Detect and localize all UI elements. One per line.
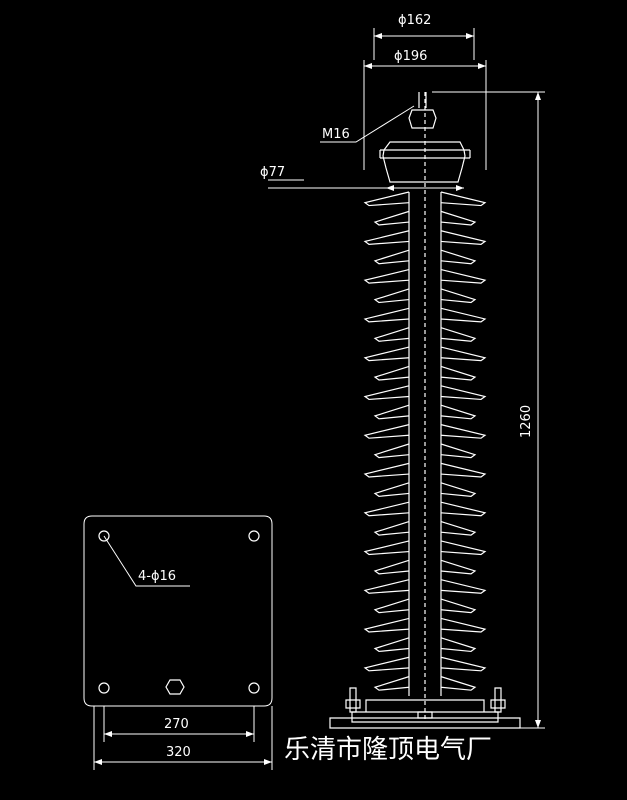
shed: [363, 268, 487, 284]
center-hole-hex: [165, 679, 185, 695]
shed: [363, 462, 487, 478]
label-hole-spacing: 270: [164, 717, 189, 732]
label-bolt: M16: [322, 127, 350, 142]
shed: [363, 501, 487, 517]
arrester-outline: [329, 92, 521, 729]
hole-top-right: [248, 530, 260, 542]
shed: [373, 404, 477, 420]
label-body-diameter: ϕ77: [260, 165, 285, 180]
shed: [373, 598, 477, 614]
shed: [373, 365, 477, 381]
leader-holes: [103, 535, 190, 587]
shed: [373, 249, 477, 265]
arrow-cap-left: [364, 63, 372, 69]
label-height: 1260: [519, 405, 534, 438]
arrow-top-left: [374, 33, 382, 39]
arrow-320-right: [264, 759, 272, 765]
shed: [363, 424, 487, 439]
label-holes: 4-ϕ16: [138, 569, 176, 584]
shed: [363, 385, 487, 401]
hole-bottom-left: [98, 682, 110, 694]
base-plate-outline: [83, 515, 273, 707]
shed: [373, 288, 477, 304]
shed: [373, 520, 477, 536]
arrow-270-right: [246, 731, 254, 737]
insulator-sheds: [363, 191, 487, 696]
dim-line-base-width: [93, 706, 273, 770]
shed: [373, 559, 477, 575]
shed: [363, 656, 487, 672]
dim-line-top-diameter: [373, 28, 475, 60]
arrow-height-top: [535, 92, 541, 100]
label-top-diameter: ϕ162: [398, 13, 431, 28]
hole-top-left: [98, 530, 110, 542]
shed: [373, 637, 477, 653]
arrow-height-bottom: [535, 720, 541, 728]
hole-bottom-right: [248, 682, 260, 694]
base-bolt-right: [490, 687, 506, 713]
shed: [373, 443, 477, 459]
dim-line-height: [432, 91, 545, 729]
terminal-stud: [418, 92, 427, 108]
shed: [363, 191, 487, 207]
top-cap: [382, 141, 466, 183]
base-plate-mark: [417, 711, 433, 719]
shed: [363, 346, 487, 362]
shed: [373, 676, 477, 691]
leader-bolt: [320, 105, 415, 143]
arrow-cap-right: [478, 63, 486, 69]
shed: [373, 327, 477, 342]
label-cap-diameter: ϕ196: [394, 49, 427, 64]
dimension-lines: [83, 28, 545, 770]
company-caption: 乐清市隆顶电气厂: [284, 735, 492, 765]
dim-line-cap-diameter: [363, 60, 487, 170]
shed: [363, 617, 487, 633]
shed: [373, 482, 477, 497]
shed: [363, 230, 487, 245]
arrow-320-left: [94, 759, 102, 765]
arrow-body-left: [386, 185, 394, 191]
label-base-width: 320: [166, 745, 191, 760]
shed: [363, 579, 487, 594]
shed: [373, 210, 477, 226]
arrowheads: [94, 33, 541, 765]
base-plate-holes: [98, 530, 260, 695]
dim-line-body-diameter: [268, 179, 464, 189]
core-rod: [408, 192, 442, 696]
shed: [363, 307, 487, 323]
arrow-body-right: [456, 185, 464, 191]
shed: [363, 540, 487, 556]
arrow-270-left: [104, 731, 112, 737]
base-bolt-left: [345, 687, 361, 713]
terminal-nut: [408, 109, 437, 129]
dim-line-hole-spacing: [103, 706, 255, 742]
arrow-top-right: [466, 33, 474, 39]
